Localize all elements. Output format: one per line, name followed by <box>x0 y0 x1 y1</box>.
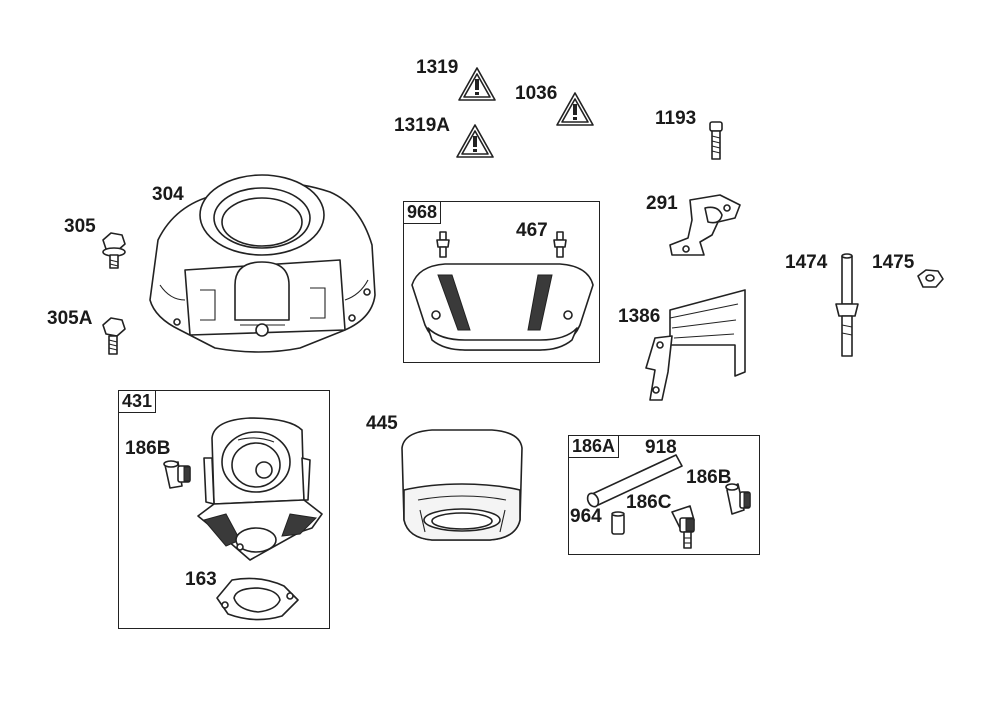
air-filter-445-icon <box>401 429 523 541</box>
callout-186C: 186C <box>626 492 672 513</box>
group-label-431: 431 <box>119 391 157 413</box>
nut-1475-icon <box>917 269 944 288</box>
callout-186B-left: 186B <box>125 438 171 459</box>
elbow-fitting-186B-left-icon <box>163 460 191 489</box>
callout-1319: 1319 <box>416 57 459 78</box>
blower-housing-304-icon <box>149 174 376 353</box>
air-cleaner-base-431-icon <box>197 417 323 561</box>
air-cleaner-cover-968-icon <box>411 263 594 351</box>
plug-964-icon <box>611 511 625 535</box>
group-box-186A <box>568 435 760 555</box>
stud-467-left-icon <box>436 231 450 258</box>
shaft-1474-icon <box>835 253 859 357</box>
bolt-1193-icon <box>709 121 723 160</box>
warning-decal-1319A-icon <box>456 124 494 158</box>
callout-163: 163 <box>185 569 217 590</box>
callout-305: 305 <box>64 216 96 237</box>
stud-467-right-icon <box>553 231 567 258</box>
group-label-186A: 186A <box>569 436 620 458</box>
callout-445: 445 <box>366 413 398 434</box>
group-box-968 <box>403 201 600 363</box>
callout-304: 304 <box>152 184 184 205</box>
callout-1386: 1386 <box>618 306 661 327</box>
callout-1475: 1475 <box>872 252 915 273</box>
bolt-305A-icon <box>102 317 126 355</box>
callout-1319A: 1319A <box>394 115 450 136</box>
callout-291: 291 <box>646 193 678 214</box>
warning-decal-1036-icon <box>556 92 594 126</box>
gasket-163-icon <box>216 577 299 621</box>
group-box-431 <box>118 390 330 629</box>
callout-1193: 1193 <box>655 108 697 129</box>
callout-1474: 1474 <box>785 252 828 273</box>
callout-186B-right: 186B <box>686 467 732 488</box>
group-label-968: 968 <box>404 202 442 224</box>
air-guide-1386-icon <box>645 289 746 401</box>
elbow-fitting-186B-right-icon <box>725 483 751 515</box>
callout-1036: 1036 <box>515 83 558 104</box>
callout-467: 467 <box>516 220 548 241</box>
warning-decal-1319-icon <box>458 67 496 101</box>
callout-964: 964 <box>570 506 602 527</box>
bolt-305-icon <box>102 232 126 269</box>
callout-918: 918 <box>645 437 677 458</box>
callout-305A: 305A <box>47 308 93 329</box>
bracket-291-icon <box>669 194 741 256</box>
elbow-fitting-186C-icon <box>671 505 695 549</box>
breather-hose-918-icon <box>586 454 683 508</box>
